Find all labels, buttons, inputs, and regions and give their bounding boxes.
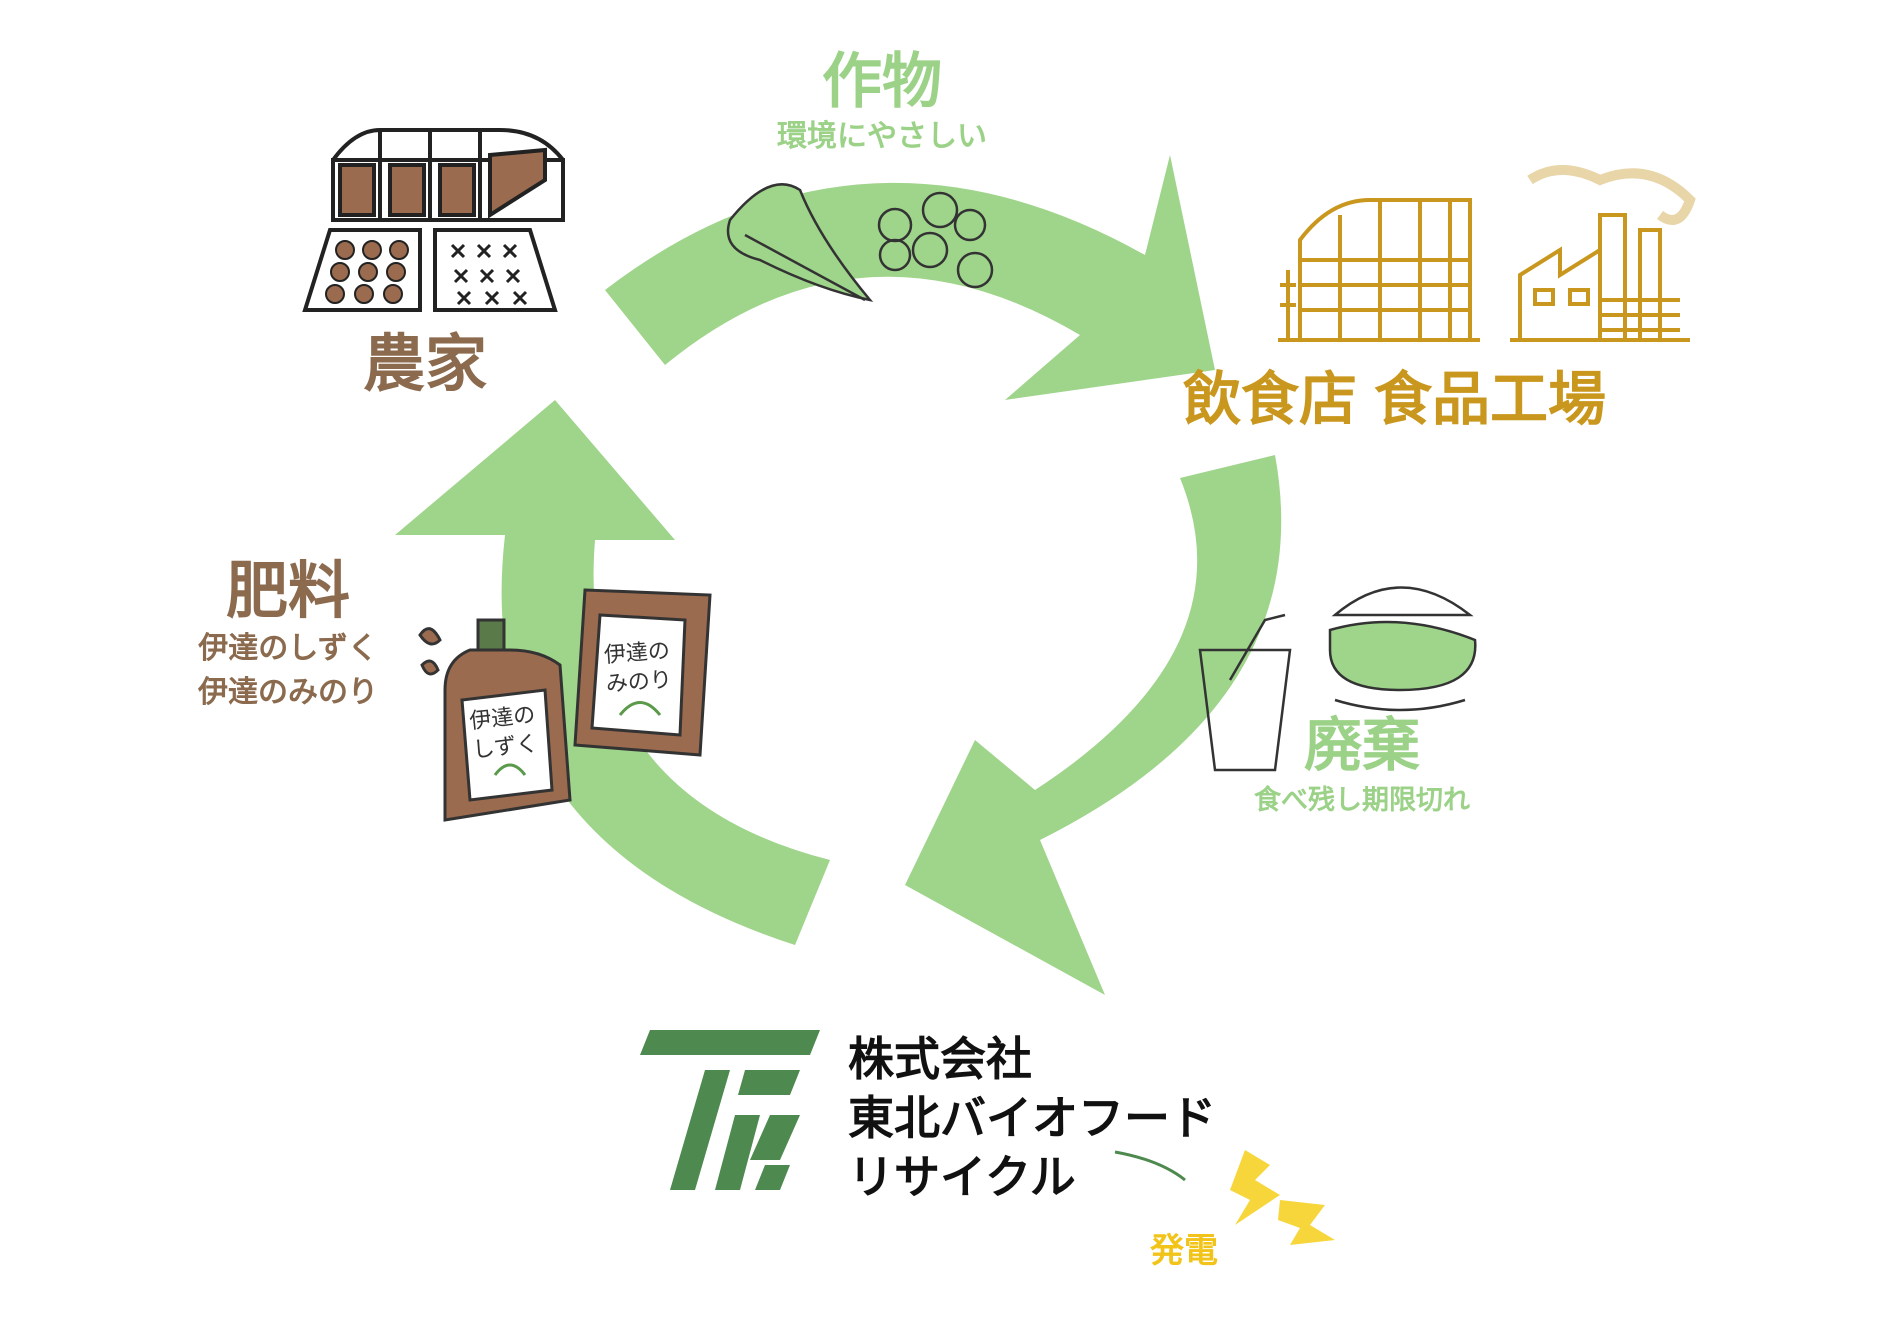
- vegetables-icon: [726, 183, 994, 302]
- company-name-line-1: 株式会社: [848, 1032, 1032, 1086]
- crop-subtitle: 環境にやさしい: [777, 119, 987, 154]
- bag-label: 伊達の みのり: [596, 637, 680, 700]
- company-name: 株式会社 東北バイオフード リサイクル: [848, 1030, 1216, 1207]
- farmer-label: 農家: [362, 327, 488, 400]
- factory-icon: [1510, 165, 1696, 342]
- bag-label-line-2: みのり: [605, 667, 673, 697]
- arrow-right: [905, 455, 1282, 995]
- fertilizer-label: 肥料: [225, 554, 351, 627]
- power-label: 発電: [1150, 1231, 1218, 1271]
- waste-subtitle: 食べ残し期限切れ: [1254, 785, 1470, 816]
- crop-label: 作物: [822, 47, 942, 117]
- company-name-line-3: リサイクル: [848, 1149, 1076, 1204]
- bottle-label: 伊達の しずく: [461, 701, 547, 766]
- company-name-line-2: 東北バイオフード: [848, 1090, 1216, 1145]
- fertilizer-bottle-icon: [418, 618, 572, 822]
- restaurant-label: 飲食店: [1182, 365, 1358, 433]
- arrow-top: [605, 155, 1215, 400]
- fertilizer-bag-icon: [573, 588, 712, 757]
- factory-label: 食品工場: [1373, 365, 1607, 433]
- lightning-icon: [1230, 1150, 1335, 1245]
- fertilizer-product-1: 伊達のしずく: [198, 631, 378, 666]
- arrow-left: [395, 400, 830, 945]
- power-arrow-icon: [1114, 1150, 1186, 1182]
- company-logo-icon: [640, 1030, 820, 1190]
- fertilizer-product-2: 伊達のみのり: [198, 675, 378, 710]
- waste-label: 廃棄: [1303, 711, 1421, 779]
- burger-drink-icon: [1198, 586, 1477, 772]
- building-icon: [1278, 198, 1480, 342]
- greenhouse-icon: [302, 128, 565, 312]
